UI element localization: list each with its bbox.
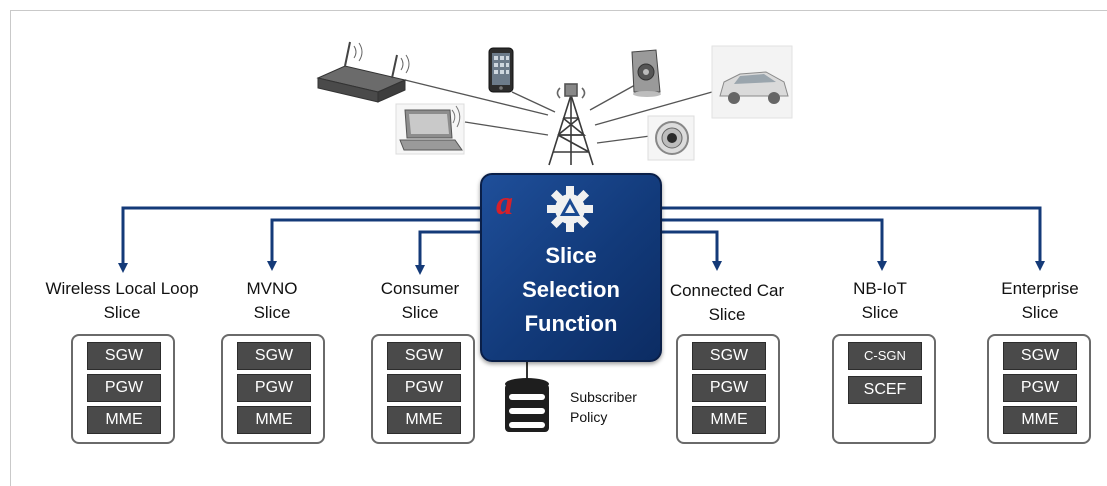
arrow-wireless-local-loop (118, 206, 482, 273)
slice-label-nb-iot: NB-IoT Slice (853, 279, 907, 322)
arrow-consumer (415, 230, 482, 275)
slice-box-consumer: SGW PGW MME (371, 334, 475, 444)
company-logo: a (496, 185, 513, 222)
function-chip-sgw: SGW (692, 342, 766, 370)
function-chip-pgw: PGW (692, 374, 766, 402)
car-icon (711, 45, 793, 119)
slice-box-mvno: SGW PGW MME (221, 334, 325, 444)
function-chip-mme: MME (387, 406, 461, 434)
slice-label-connected-car: Connected Car Slice (669, 281, 785, 324)
slice-label-mvno: MVNO Slice (246, 279, 298, 322)
smartphone-icon (488, 47, 514, 93)
database-icon (505, 378, 549, 432)
slice-box-enterprise: SGW PGW MME (987, 334, 1091, 444)
function-chip-sgw: SGW (387, 342, 461, 370)
function-chip-mme: MME (237, 406, 311, 434)
arrow-mvno (267, 218, 482, 271)
cell-tower-icon (548, 83, 594, 166)
function-chip-scef: SCEF (848, 376, 922, 404)
function-chip-mme: MME (692, 406, 766, 434)
function-chip-sgw: SGW (237, 342, 311, 370)
slice-box-connected-car: SGW PGW MME (676, 334, 780, 444)
phone-link (511, 91, 556, 113)
subscriber-policy-label: Subscriber Policy (570, 389, 637, 425)
function-chip-mme: MME (87, 406, 161, 434)
arrow-enterprise (658, 206, 1045, 271)
ssf-title: Slice Selection Function (522, 243, 620, 336)
slice-box-wireless-local-loop: SGW PGW MME (71, 334, 175, 444)
slice-arrows (118, 206, 1045, 275)
slice-label-wireless-local-loop: Wireless Local Loop Slice (45, 279, 199, 322)
slice-selection-function: a Slice Selection Function (480, 173, 662, 362)
function-chip-pgw: PGW (387, 374, 461, 402)
arrow-connected-car (658, 230, 722, 271)
arrow-nb-iot (658, 218, 887, 271)
slice-box-nb-iot: C-SGN SCEF (832, 334, 936, 444)
gear-icon (547, 186, 593, 232)
function-chip-sgw: SGW (87, 342, 161, 370)
frame-border-left (10, 10, 11, 486)
slice-label-consumer: Consumer Slice (380, 279, 460, 322)
router-icon (316, 41, 410, 103)
speaker-link (589, 84, 636, 111)
laptop-link (464, 121, 549, 136)
function-chip-mme: MME (1003, 406, 1077, 434)
frame-border-top (10, 10, 1107, 11)
function-chip-sgw: SGW (1003, 342, 1077, 370)
slice-label-enterprise: Enterprise Slice (1001, 279, 1079, 322)
function-chip-pgw: PGW (1003, 374, 1077, 402)
function-chip-c-sgn: C-SGN (848, 342, 922, 370)
speaker-icon (631, 49, 661, 97)
function-chip-pgw: PGW (237, 374, 311, 402)
thermostat-icon (647, 115, 695, 161)
laptop-icon (395, 103, 465, 155)
router-link (404, 79, 549, 116)
function-chip-pgw: PGW (87, 374, 161, 402)
thermostat-link (596, 135, 651, 144)
device-links (404, 79, 713, 144)
car-link (594, 91, 713, 126)
